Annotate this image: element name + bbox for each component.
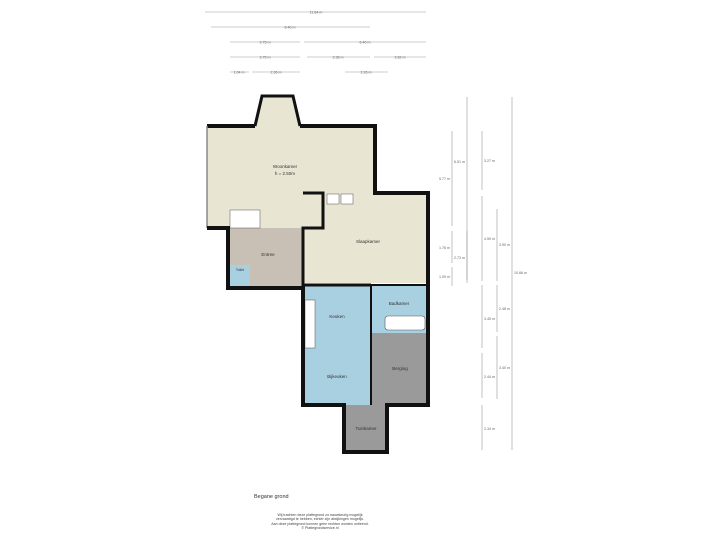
closet xyxy=(326,193,340,205)
disclaimer-line: Aan deze plattegrond kunnen geen rechten… xyxy=(271,521,369,526)
dim-label: 2.73 m xyxy=(454,256,465,260)
floor-title: Begane grond xyxy=(254,494,289,500)
room-label: Keuken xyxy=(329,314,345,319)
dim-label: 1.04 m xyxy=(234,70,245,74)
top-dimensions: 11.84 m 8.40 m 3.75 m 6.40 m 3.75 m 3.38… xyxy=(205,10,426,74)
stairs xyxy=(229,209,261,229)
dim-label: 2.26 m xyxy=(361,70,372,74)
room-berging xyxy=(372,333,428,405)
room-label: Bijkeuken xyxy=(327,374,347,379)
kitchen-counter xyxy=(304,299,316,349)
dim-label: 3.45 m xyxy=(484,317,495,321)
rooms xyxy=(207,96,428,452)
closet xyxy=(340,193,354,205)
dim-label: 2.34 m xyxy=(484,427,495,431)
dim-label: 5.77 m xyxy=(439,177,450,181)
room-label: Entree xyxy=(261,252,275,257)
dim-label: 3.75 m xyxy=(260,55,271,59)
bathtub xyxy=(384,315,426,331)
dim-label: 10.66 m xyxy=(514,271,527,275)
disclaimer-line: Wij trachten deze plattegrond zo nauwkeu… xyxy=(277,513,363,517)
dim-label: 3.27 m xyxy=(484,159,495,163)
room-label: Berging xyxy=(392,366,408,371)
room-toilet xyxy=(229,265,250,288)
room-label: Tuinkamer xyxy=(355,426,377,431)
dim-label: 8.40 m xyxy=(285,25,296,29)
right-dimensions: 6.51 m 5.77 m 3.27 m 4.59 m 1.76 m 2.73 … xyxy=(439,97,527,450)
dim-label: 2.48 m xyxy=(499,307,510,311)
room-label: Woonkamer xyxy=(273,164,298,169)
dim-label: 2.82 m xyxy=(395,55,406,59)
dim-label: 6.51 m xyxy=(454,160,465,164)
dim-label: 2.36 m xyxy=(271,70,282,74)
dim-label: 3.38 m xyxy=(333,55,344,59)
disclaimer: Wij trachten deze plattegrond zo nauwkeu… xyxy=(250,513,390,531)
dim-label: 11.84 m xyxy=(310,10,323,14)
room-height-label: h = 2.50m xyxy=(275,171,295,176)
walls xyxy=(206,94,430,454)
dim-label: 2.44 m xyxy=(484,375,495,379)
room-bijkeuken xyxy=(303,352,371,405)
dim-label: 3.90 m xyxy=(499,243,510,247)
disclaimer-line: © Plattegrondservice.nl xyxy=(301,526,339,531)
dim-label: 1.09 m xyxy=(439,275,450,279)
dim-label: 6.40 m xyxy=(360,40,371,44)
room-woonkamer xyxy=(207,96,375,228)
room-tuinkamer xyxy=(344,405,387,452)
disclaimer-line: vervaardigd te hebben, echter zijn afwij… xyxy=(275,517,365,522)
room-label: Badkamer xyxy=(389,301,410,306)
dim-label: 4.59 m xyxy=(484,237,495,241)
room-label: Toilet xyxy=(236,268,244,272)
dim-label: 3.75 m xyxy=(260,40,271,44)
room-label: Slaapkamer xyxy=(356,239,381,244)
dim-label: 1.76 m xyxy=(439,246,450,250)
dim-label: 3.40 m xyxy=(499,366,510,370)
